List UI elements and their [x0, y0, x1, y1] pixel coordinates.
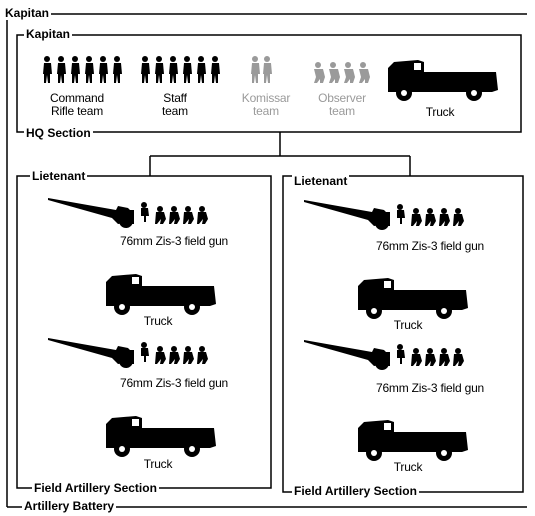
section-1-unit-1-label: 76mm Zis-3 field gun	[119, 234, 229, 248]
team-label-komissar: Komissar team	[241, 91, 291, 118]
section-1-unit-2-label: Truck	[143, 314, 173, 328]
section-2-commander-label: Lietenant	[292, 174, 350, 188]
battery-name-label: Artillery Battery	[22, 499, 117, 513]
section-2-unit-3-label: 76mm Zis-3 field gun	[375, 381, 485, 395]
team-label-truck: Truck	[425, 105, 455, 119]
section-1-commander-label: Lietenant	[30, 169, 88, 183]
section-1-name-label: Field Artillery Section	[32, 481, 159, 495]
hq-section-label: HQ Section	[24, 126, 93, 140]
section-2-unit-1-label: 76mm Zis-3 field gun	[375, 239, 485, 253]
section-2-unit-2-label: Truck	[393, 318, 423, 332]
section-1-unit-3-label: 76mm Zis-3 field gun	[119, 376, 229, 390]
team-label-observer: Observer team	[318, 91, 366, 118]
section-1-unit-4-label: Truck	[143, 457, 173, 471]
section-2-name-label: Field Artillery Section	[292, 484, 419, 498]
team-label-staff: Staff team	[162, 91, 188, 118]
section-2-unit-4-label: Truck	[393, 460, 423, 474]
team-label-command-rifle: Command Rifle team	[50, 91, 104, 118]
hq-commander-label: Kapitan	[24, 27, 73, 41]
battery-commander-label: Kapitan	[3, 6, 52, 20]
